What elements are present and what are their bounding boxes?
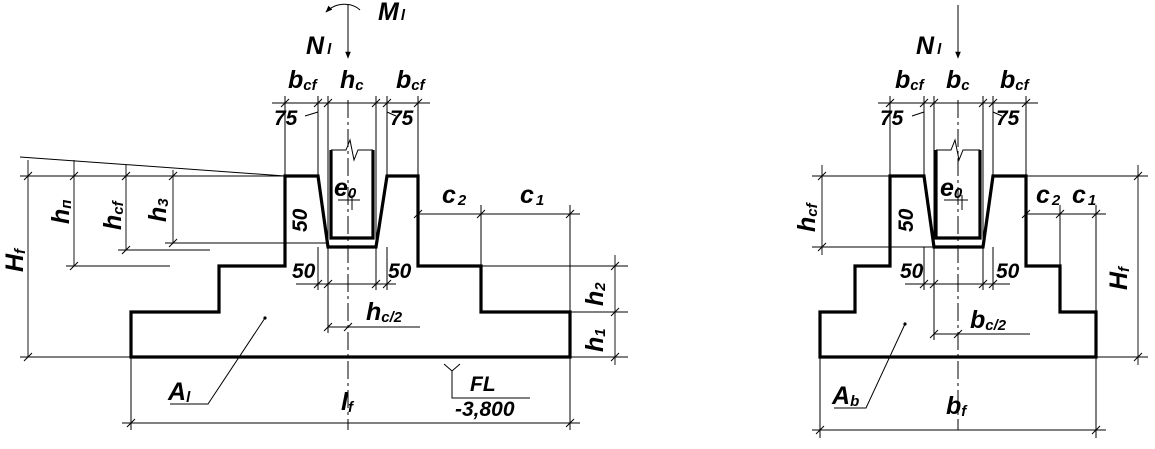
left-fifty-left-label: 50 — [292, 260, 316, 283]
left-e0-label: e0 — [334, 174, 357, 202]
right-fifty-left-label: 50 — [900, 260, 924, 283]
left-h1-label: h1 — [581, 328, 609, 352]
left-hcf-label: hcf — [99, 199, 127, 230]
right-bc-label: bc — [946, 66, 970, 94]
right-bcf-right-label: bcf — [1000, 66, 1031, 94]
left-fifty-vertical-label: 50 — [289, 208, 312, 232]
right-width-label: bf — [946, 392, 968, 420]
left-column — [329, 150, 375, 240]
left-gap-right-label: 75 — [390, 107, 414, 130]
right-section — [812, 5, 1148, 438]
left-h3-label: h3 — [144, 198, 172, 222]
right-hcf-label: hcf — [793, 201, 821, 232]
left-fifty-right-label: 50 — [388, 260, 412, 283]
right-area-label: Ab — [831, 382, 859, 410]
left-section — [19, 3, 628, 430]
left-column-break — [331, 138, 373, 162]
right-fifty-right-label: 50 — [996, 260, 1020, 283]
left-hc-half-label: hc/2 — [366, 298, 403, 326]
right-bcf-left-label: bcf — [895, 66, 926, 94]
left-hn-label: hп — [47, 200, 75, 224]
left-bcf-left-label: bcf — [288, 66, 319, 94]
left-bcf-right-label: bcf — [396, 66, 427, 94]
left-h2-label: h2 — [581, 282, 609, 306]
left-Hf-label: Hf — [1, 247, 29, 272]
right-column-break — [936, 138, 980, 162]
left-gap-left-label: 75 — [274, 107, 298, 130]
right-e0-label: e0 — [940, 174, 963, 202]
left-hc-label: hc — [340, 66, 364, 94]
right-gap-left-label: 75 — [880, 107, 904, 130]
left-level-label: FL — [470, 373, 496, 396]
right-bc-half-label: bc/2 — [970, 306, 1007, 334]
right-fifty-vertical-label: 50 — [895, 208, 918, 232]
right-gap-right-label: 75 — [996, 107, 1020, 130]
left-length-label: lf — [341, 388, 355, 416]
right-Hf-label: Hf — [1105, 265, 1133, 290]
left-level-value: -3,800 — [455, 398, 515, 421]
left-area-label: Al — [167, 378, 191, 406]
